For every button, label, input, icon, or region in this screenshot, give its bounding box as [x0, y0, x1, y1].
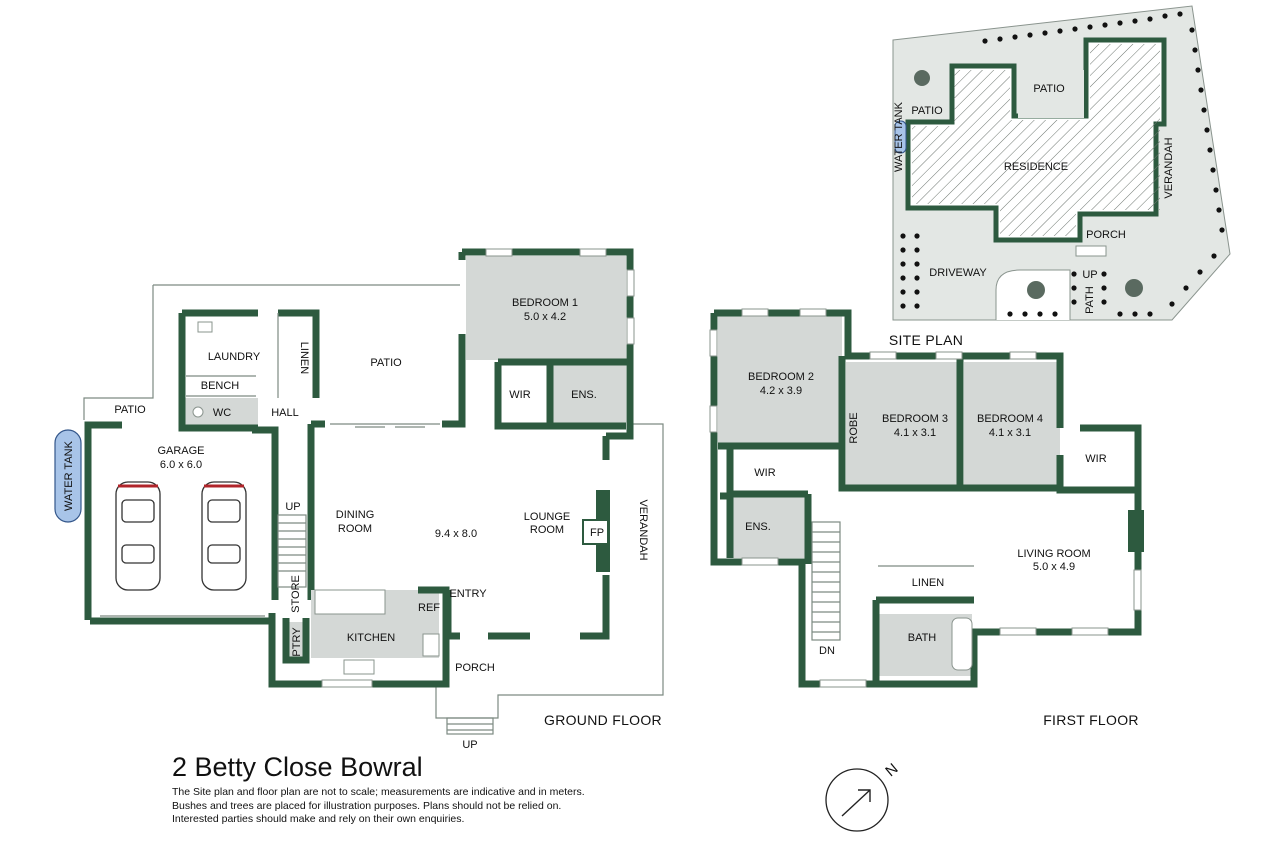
gf-fp-label: FP — [590, 527, 604, 539]
ff-bedroom4-label: BEDROOM 4 — [977, 413, 1043, 425]
gf-lounge-room-label: ROOM — [530, 524, 564, 536]
ff-bedroom2-label: BEDROOM 2 — [748, 371, 814, 383]
gf-ptry-label: PTRY — [291, 627, 303, 657]
sp-porch-label: PORCH — [1086, 229, 1126, 241]
gf-entry-label: ENTRY — [449, 588, 487, 600]
gf-laundry-label: LAUNDRY — [208, 351, 261, 363]
ground-floor-plan: WATER TANK PATIO GARAGE 6.0 x 6.0 LAUNDR… — [54, 248, 664, 751]
sp-path-label: PATH — [1084, 286, 1096, 314]
gf-store-label: STORE — [290, 575, 302, 613]
compass-icon: N — [825, 760, 901, 832]
sp-residence-label: RESIDENCE — [1004, 161, 1068, 173]
gf-dining-room-label: ROOM — [338, 523, 372, 535]
ensuite-floor — [552, 362, 626, 428]
gf-porch-up-label: UP — [462, 739, 477, 751]
gf-linen-label: LINEN — [298, 342, 310, 374]
ff-ens-label: ENS. — [745, 521, 771, 533]
car-right — [201, 481, 247, 591]
gf-bedroom1-dim: 5.0 x 4.2 — [524, 311, 566, 323]
bedroom1-floor — [466, 256, 626, 360]
site-plan: WATER TANK PATIO PATIO RESIDENCE VERANDA… — [889, 5, 1231, 348]
car-left — [115, 481, 161, 591]
ff-bedroom2-dim: 4.2 x 3.9 — [760, 385, 802, 397]
bedroom4-floor — [964, 362, 1060, 488]
gf-hall-label: HALL — [271, 407, 299, 419]
gf-patio-label: PATIO — [370, 357, 402, 369]
sp-driveway-label: DRIVEWAY — [929, 267, 987, 279]
ground-stairs — [277, 514, 307, 588]
ff-ensuite-floor — [730, 496, 808, 558]
disclaimer: The Site plan and floor plan are not to … — [172, 786, 652, 827]
sp-water-tank-label: WATER TANK — [893, 101, 905, 172]
gf-ref-label: REF — [418, 602, 440, 614]
ff-bedroom4-dim: 4.1 x 3.1 — [989, 427, 1031, 439]
ground-floor-heading: GROUND FLOOR — [544, 712, 662, 728]
gf-patio-left-label: PATIO — [114, 404, 146, 416]
ff-bedroom3-label: BEDROOM 3 — [882, 413, 948, 425]
ff-bedroom3-dim: 4.1 x 3.1 — [894, 427, 936, 439]
disclaimer-line: The Site plan and floor plan are not to … — [172, 786, 585, 798]
gf-porch-label: PORCH — [455, 662, 495, 674]
gf-garage-dim: 6.0 x 6.0 — [160, 459, 202, 471]
ff-dn-label: DN — [819, 645, 835, 657]
bedroom2-floor — [718, 316, 842, 444]
gf-verandah-label: VERANDAH — [637, 499, 649, 560]
gf-ens-label: ENS. — [571, 389, 597, 401]
ff-robe-label: ROBE — [848, 412, 860, 443]
disclaimer-line: Interested parties should make and rely … — [172, 813, 465, 825]
gf-up-label: UP — [285, 501, 300, 513]
gf-garage-label: GARAGE — [157, 445, 204, 457]
ff-living-label: LIVING ROOM — [1017, 548, 1090, 560]
first-floor-heading: FIRST FLOOR — [1043, 712, 1139, 728]
first-floor-plan: BEDROOM 2 4.2 x 3.9 ROBE BEDROOM 3 4.1 x… — [709, 308, 1144, 728]
gf-water-tank-label: WATER TANK — [63, 440, 75, 511]
first-stairs — [811, 521, 841, 641]
disclaimer-line: Bushes and trees are placed for illustra… — [172, 799, 562, 812]
ff-linen-label: LINEN — [912, 577, 944, 589]
gf-kitchen-label: KITCHEN — [347, 632, 395, 644]
site-bushes — [900, 11, 1225, 317]
gf-living-dim: 9.4 x 8.0 — [435, 528, 477, 540]
water-tank-shape — [54, 429, 82, 523]
sp-patio-left-label: PATIO — [911, 105, 943, 117]
gf-wir-label: WIR — [509, 389, 530, 401]
gf-bedroom1-label: BEDROOM 1 — [512, 297, 578, 309]
sp-up-label: UP — [1082, 269, 1097, 281]
gf-lounge-label: LOUNGE — [524, 511, 570, 523]
gf-dining-label: DINING — [336, 509, 375, 521]
site-plan-heading: SITE PLAN — [889, 332, 963, 348]
compass-letter: N — [882, 760, 901, 780]
sp-verandah-label: VERANDAH — [1163, 137, 1175, 198]
property-title: 2 Betty Close Bowral — [172, 752, 423, 782]
sp-patio-top-label: PATIO — [1033, 83, 1065, 95]
ff-living-dim: 5.0 x 4.9 — [1033, 561, 1075, 573]
ff-bath-label: BATH — [908, 632, 937, 644]
gf-wc-label: WC — [213, 407, 231, 419]
bedroom3-floor — [846, 362, 960, 488]
ff-wir2-label: WIR — [1085, 453, 1106, 465]
gf-bench-label: BENCH — [201, 380, 240, 392]
ff-wir-label: WIR — [754, 467, 775, 479]
